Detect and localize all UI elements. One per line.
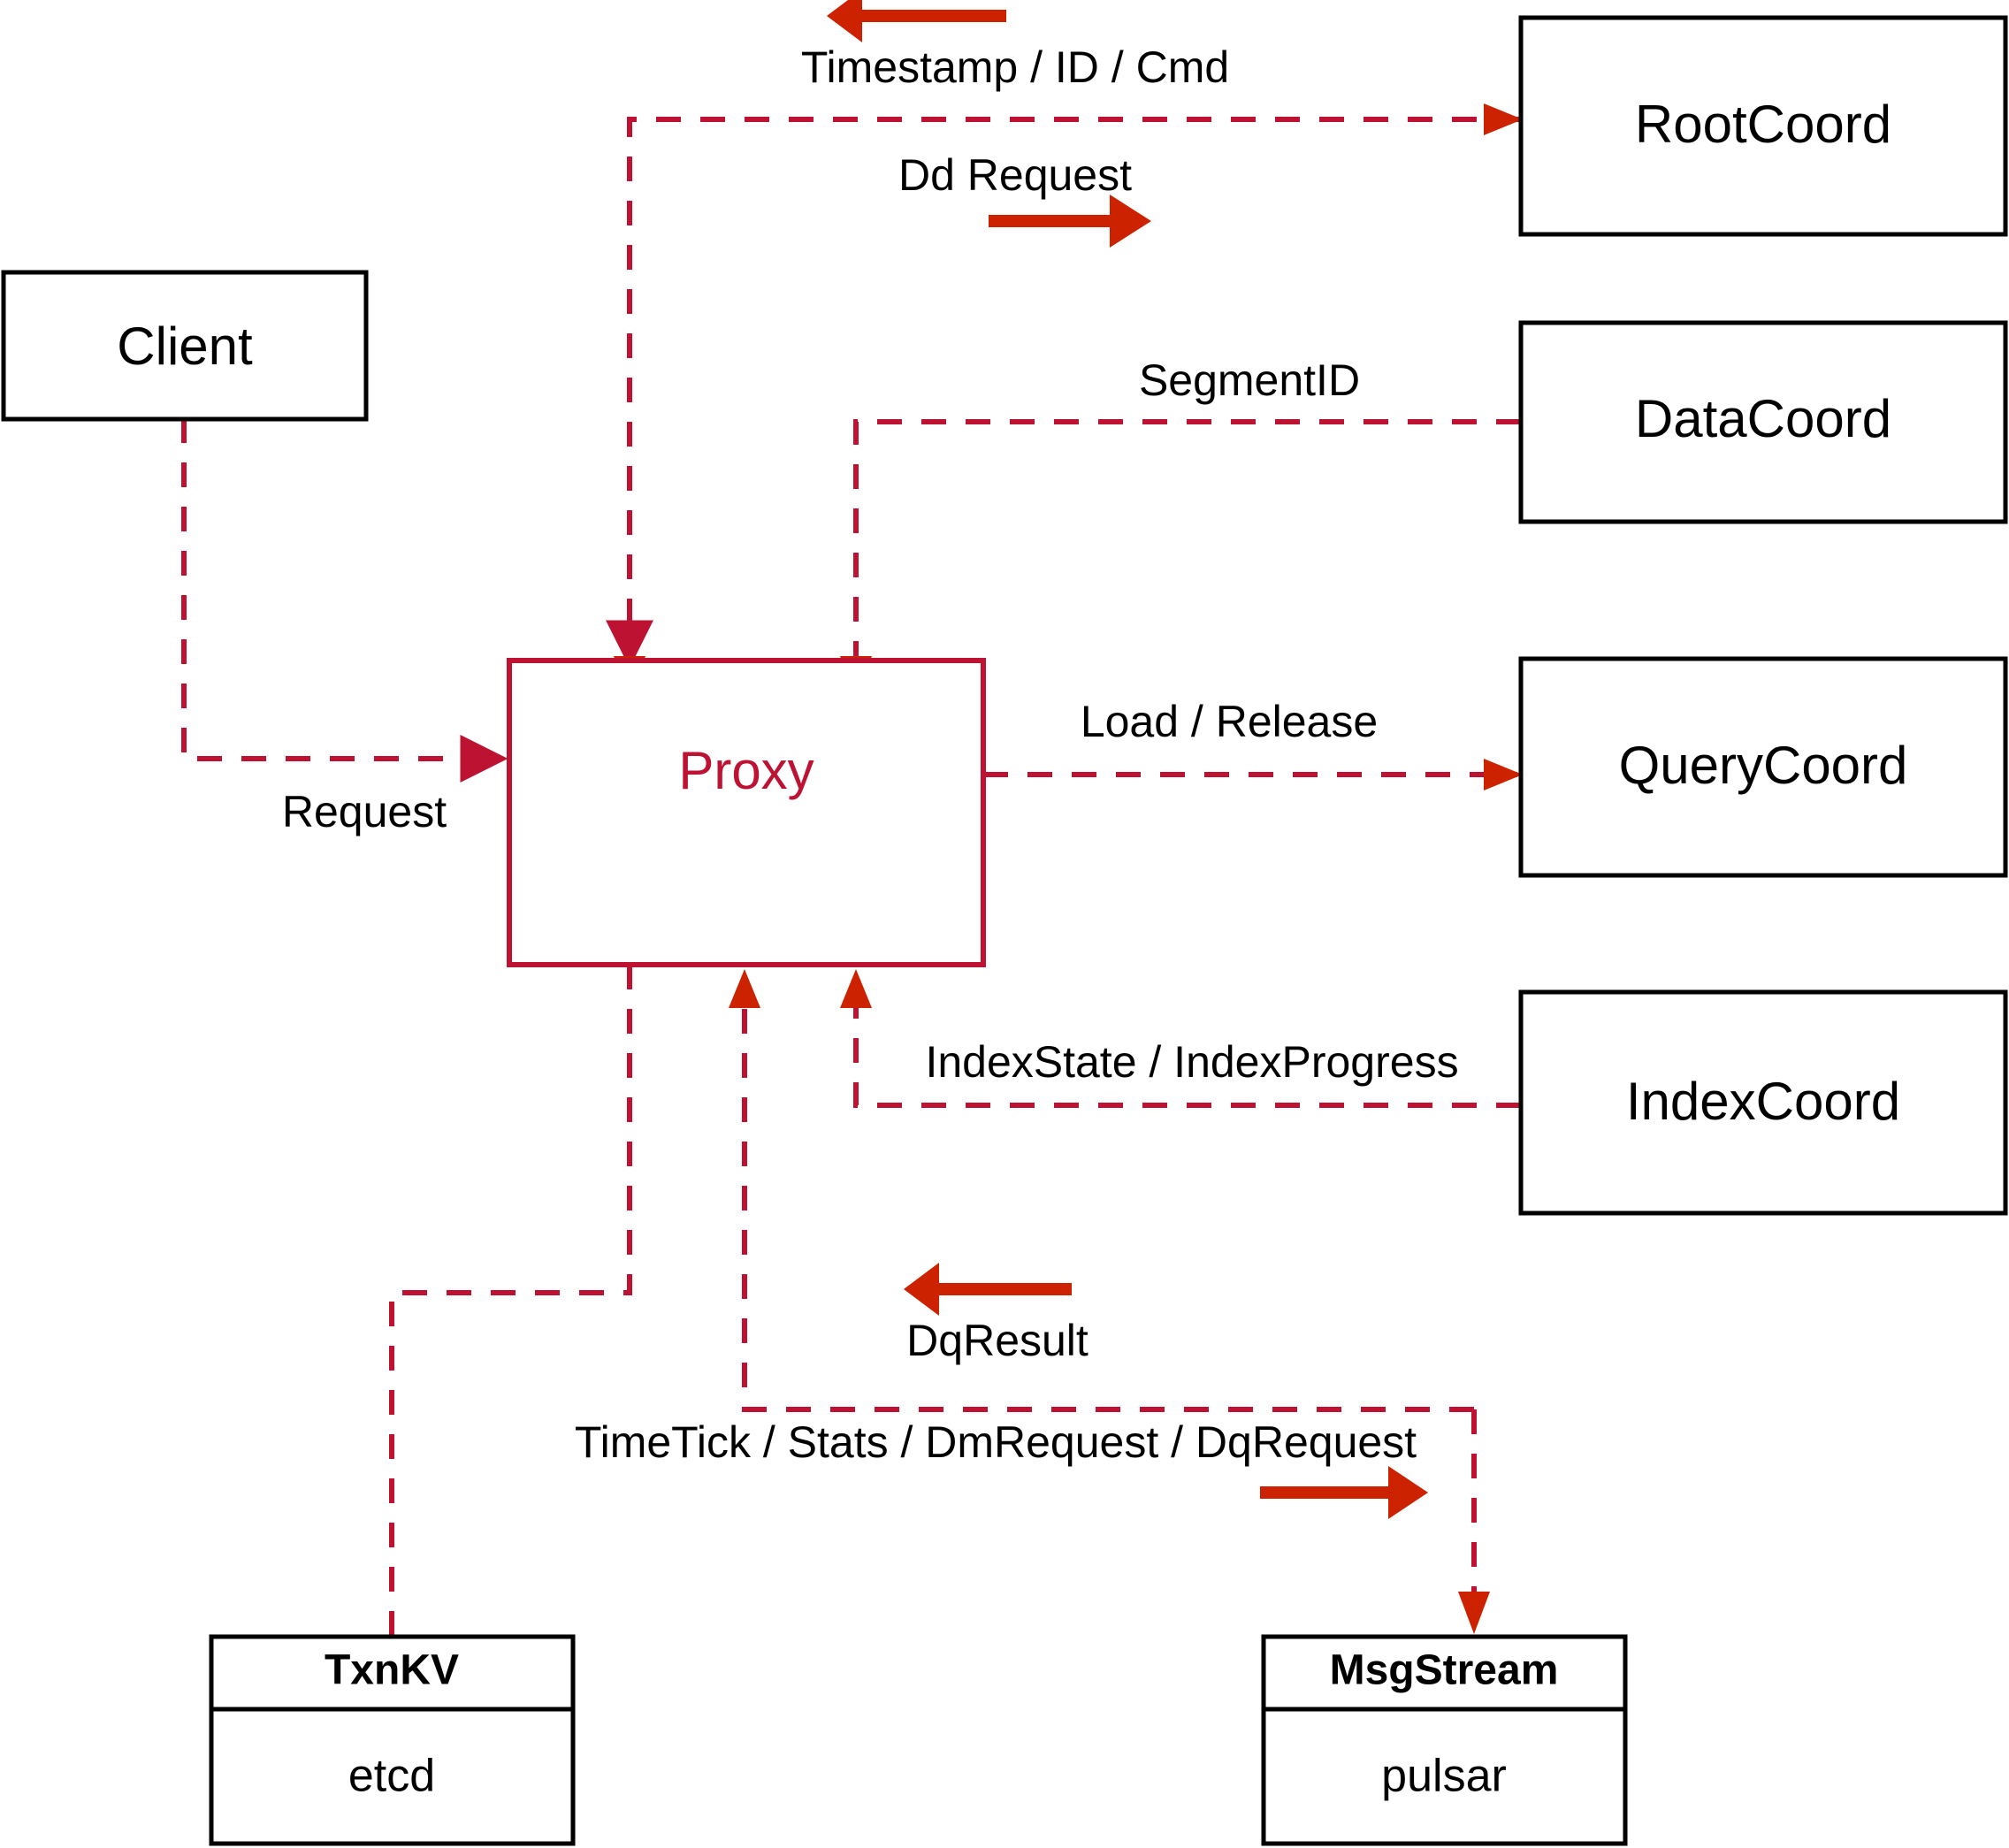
- node-client-label: Client: [117, 317, 253, 376]
- edge-label-timestamp-id-cmd: Timestamp / ID / Cmd: [801, 42, 1229, 92]
- edge-proxy-to-querycoord-head: [1484, 759, 1523, 790]
- node-txnkv-impl: etcd: [348, 1751, 435, 1802]
- edge-indexcoord-to-proxy-head: [840, 969, 872, 1008]
- edge-datacoord-to-proxy: [853, 419, 1521, 661]
- node-txnkv-title: TxnKV: [325, 1647, 459, 1694]
- edge-proxy-to-txnkv: [389, 965, 632, 1636]
- edge-client-to-proxy: [181, 418, 508, 783]
- edge-msgstream-to-proxy: [742, 1004, 1474, 1412]
- edge-label-dd-request: Dd Request: [898, 150, 1132, 200]
- edge-label-request: Request: [282, 787, 447, 836]
- node-indexcoord-label: IndexCoord: [1626, 1072, 1900, 1131]
- node-proxy[interactable]: Proxy: [507, 658, 986, 967]
- node-client[interactable]: Client: [1, 270, 369, 422]
- edge-proxy-to-msgstream-head: [1458, 1592, 1490, 1634]
- direction-arrow-dd-request: [989, 195, 1151, 248]
- direction-arrow-timestamp: [827, 0, 1006, 42]
- node-rootcoord-label: RootCoord: [1635, 95, 1891, 154]
- node-msgstream[interactable]: MsgStream pulsar: [1261, 1634, 1628, 1846]
- node-indexcoord[interactable]: IndexCoord: [1518, 989, 2008, 1216]
- edge-label-load-release: Load / Release: [1081, 697, 1378, 746]
- node-msgstream-title: MsgStream: [1330, 1647, 1559, 1694]
- node-querycoord-label: QueryCoord: [1619, 736, 1908, 795]
- node-datacoord[interactable]: DataCoord: [1518, 320, 2008, 524]
- node-proxy-label: Proxy: [678, 741, 814, 800]
- direction-arrow-dqresult: [904, 1263, 1072, 1316]
- edge-msgstream-to-proxy-head: [729, 969, 760, 1008]
- node-datacoord-label: DataCoord: [1635, 389, 1891, 448]
- node-querycoord[interactable]: QueryCoord: [1518, 656, 2008, 878]
- node-txnkv[interactable]: TxnKV etcd: [209, 1634, 576, 1846]
- node-msgstream-impl: pulsar: [1381, 1751, 1507, 1802]
- edge-label-index-state-progress: IndexState / IndexProgress: [925, 1037, 1458, 1087]
- edge-indexcoord-to-proxy: [853, 1004, 1521, 1108]
- edge-proxy-to-rootcoord-head: [1484, 103, 1523, 135]
- direction-arrow-timetick: [1260, 1466, 1428, 1519]
- node-rootcoord[interactable]: RootCoord: [1518, 15, 2008, 237]
- edge-proxy-to-rootcoord: [606, 117, 1521, 668]
- edge-label-timetick-stats: TimeTick / Stats / DmRequest / DqRequest: [575, 1417, 1417, 1467]
- edge-label-dqresult: DqResult: [906, 1316, 1089, 1365]
- edge-label-segment-id: SegmentID: [1139, 355, 1360, 405]
